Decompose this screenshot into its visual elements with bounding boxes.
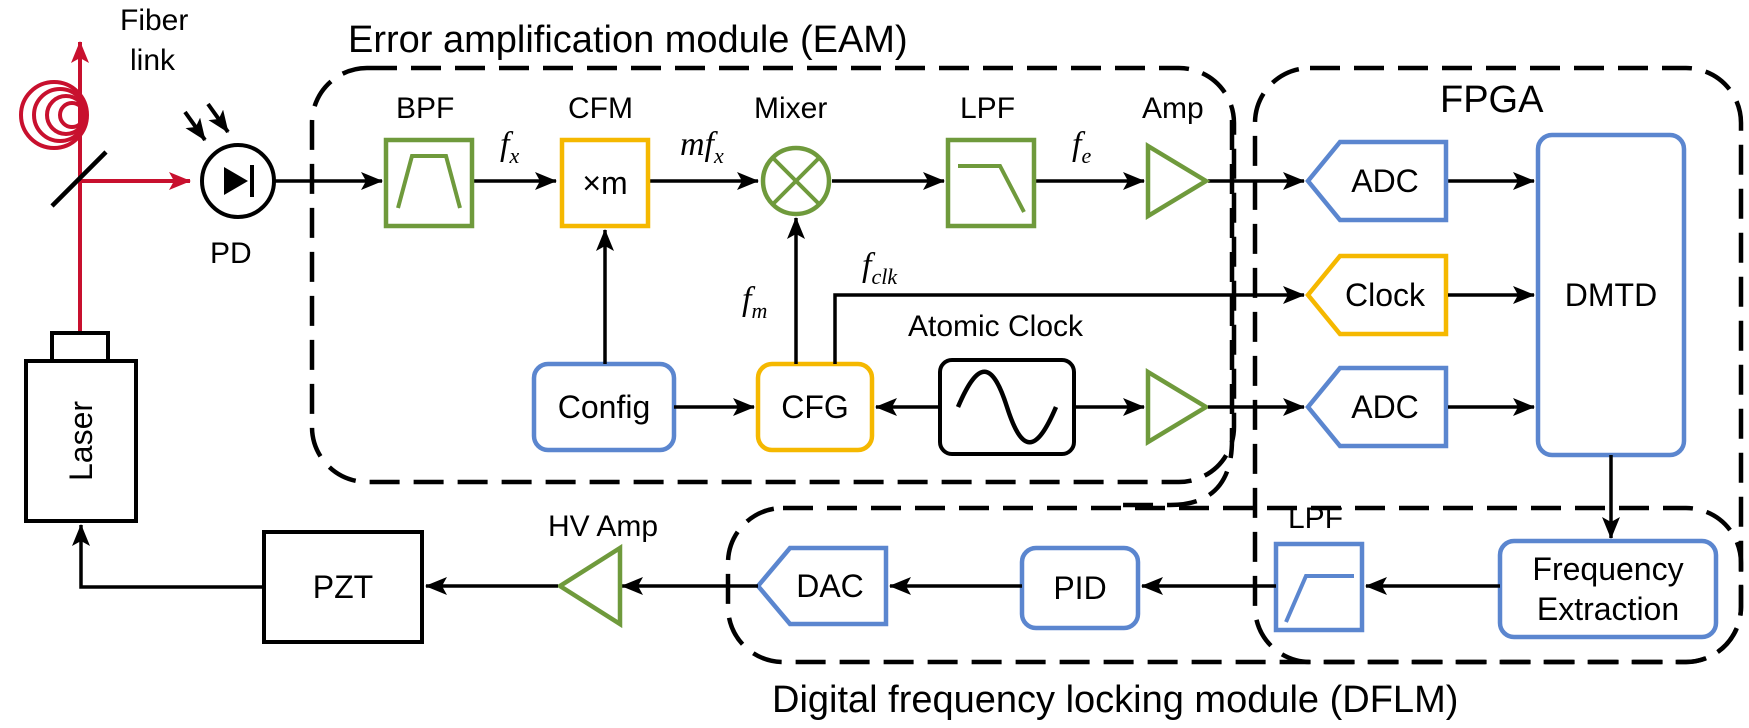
bpf-response-icon (396, 154, 462, 209)
amp-label: Amp (1142, 92, 1204, 125)
hv-amp-label: HV Amp (548, 510, 658, 543)
mixer-icon (760, 145, 832, 217)
lpf-top-box (945, 137, 1037, 229)
bpf-box (383, 137, 475, 229)
fiber-label-line2: link (130, 44, 176, 77)
frequency-extraction-label-line2: Extraction (1537, 591, 1679, 627)
fiber-label-line1: Fiber (120, 4, 188, 37)
cfg-box (755, 361, 875, 453)
signal-fe: fe (1072, 126, 1091, 168)
pid-box (1019, 545, 1141, 631)
frequency-extraction-box (1497, 538, 1719, 640)
wire-pzt-laser (72, 524, 264, 589)
adc2-box (1305, 365, 1449, 449)
amp-top-icon (1145, 142, 1211, 220)
config-label: Config (558, 389, 651, 425)
fpga-title: FPGA (1440, 79, 1544, 121)
adc1-box (1305, 139, 1449, 223)
lpf-bottom-response-icon (1284, 574, 1354, 623)
fiber-coil-icon (19, 80, 89, 150)
sine-wave-icon (955, 369, 1059, 445)
laser-label: Laser (63, 401, 99, 481)
laser-box (24, 359, 138, 523)
pid-label: PID (1053, 570, 1106, 606)
signal-fx: fx (500, 126, 519, 168)
bpf-label: BPF (396, 92, 454, 125)
laser-head (50, 331, 110, 363)
dflm-title: Digital frequency locking module (DFLM) (772, 679, 1458, 721)
dmtd-label: DMTD (1565, 277, 1657, 313)
lpf-bottom-label: LPF (1288, 502, 1343, 535)
amp-bottom-icon (1145, 368, 1211, 446)
cfm-label: CFM (568, 92, 633, 125)
dac-box (755, 545, 889, 627)
multiplier-label: ×m (582, 165, 627, 201)
clock-box-label: Clock (1345, 277, 1426, 313)
signal-mfx: mfx (680, 126, 724, 168)
adc2-label: ADC (1351, 389, 1419, 425)
signal-fclk: fclk (862, 247, 898, 289)
atomic-clock-label: Atomic Clock (908, 310, 1084, 343)
cfg-label: CFG (781, 389, 849, 425)
eam-title: Error amplification module (EAM) (348, 19, 908, 61)
pzt-label: PZT (313, 569, 373, 605)
dac-label: DAC (796, 568, 864, 604)
frequency-extraction-label-line1: Frequency (1532, 551, 1683, 587)
lpf-top-response-icon (958, 164, 1026, 213)
hv-amp-icon (555, 543, 623, 629)
pd-label: PD (210, 237, 252, 270)
cfm-box (559, 137, 651, 229)
eam-module-outline-inner (1120, 120, 1235, 508)
clock-box (1305, 253, 1449, 337)
signal-fm: fm (742, 281, 767, 323)
photodiode-icon (183, 102, 276, 219)
wire-cfg-clock (833, 286, 1305, 364)
lpf-top-label: LPF (960, 92, 1015, 125)
adc1-label: ADC (1351, 163, 1419, 199)
fpga-module-outline (1252, 65, 1744, 665)
beam-splitter (50, 150, 108, 208)
mixer-label: Mixer (754, 92, 827, 125)
eam-module-outline (309, 65, 1237, 485)
